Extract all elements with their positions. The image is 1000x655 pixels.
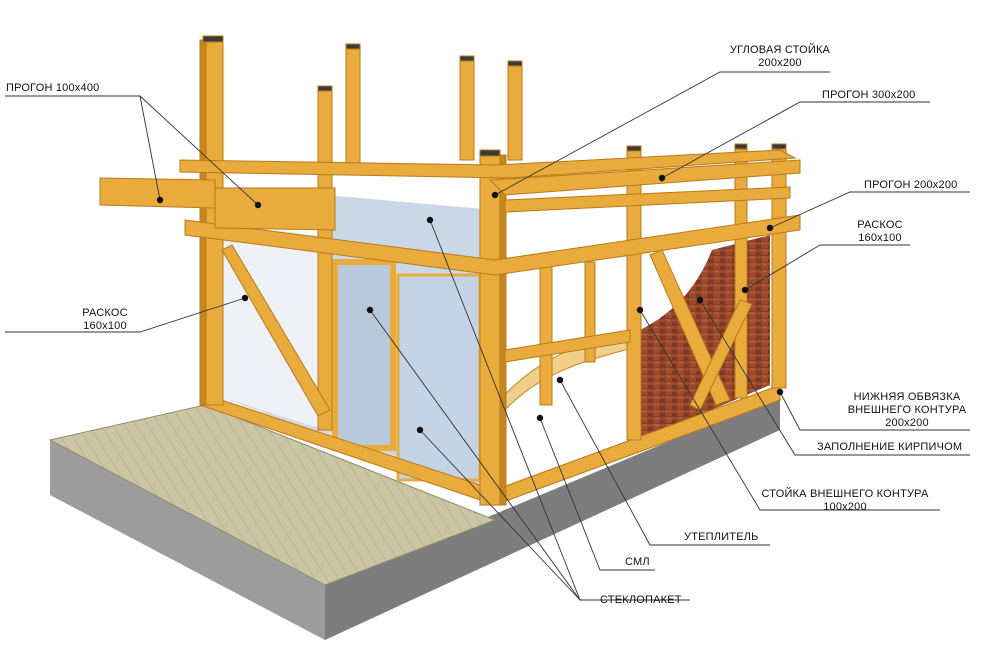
label-brick-infill: ЗАПОЛНЕНИЕ КИРПИЧОМ: [817, 441, 963, 453]
label-brace-right-size: 160х100: [858, 232, 902, 244]
leader-lines: [5, 71, 970, 601]
label-corner-post: УГЛОВАЯ СТОЙКА 200х200: [725, 44, 835, 70]
label-brace-left-size: 160х100: [83, 320, 127, 332]
label-outer-post-size: 100х200: [823, 501, 867, 513]
wooden-deck: [48, 404, 497, 586]
label-bottom-plate-line2: ВНЕШНЕГО КОНТУРА: [847, 404, 967, 416]
label-outer-post: СТОЙКА ВНЕШНЕГО КОНТУРА 100х200: [755, 488, 935, 514]
label-brace-right: РАСКОС 160х100: [845, 219, 915, 245]
label-corner-post-size: 200х200: [758, 57, 802, 69]
label-outer-post-title: СТОЙКА ВНЕШНЕГО КОНТУРА: [761, 488, 929, 500]
label-insulation: УТЕПЛИТЕЛЬ: [684, 531, 759, 543]
label-progon-100x400: ПРОГОН 100х400: [6, 82, 100, 94]
label-glazing: СТЕКЛОПАКЕТ: [600, 594, 682, 606]
label-corner-post-title: УГЛОВАЯ СТОЙКА: [729, 44, 831, 56]
leader-dots: [156, 174, 784, 434]
label-progon-300x200: ПРОГОН 300х200: [822, 89, 916, 101]
concrete-foundation: [50, 395, 780, 640]
label-brace-left-title: РАСКОС: [82, 307, 128, 319]
label-sml: СМЛ: [625, 556, 650, 568]
label-brace-right-title: РАСКОС: [857, 219, 903, 231]
glazing-door: [332, 259, 482, 482]
label-progon-200x200: ПРОГОН 200х200: [864, 179, 958, 191]
label-brace-left: РАСКОС 160х100: [70, 307, 140, 333]
label-bottom-plate-line1: НИЖНЯЯ ОБВЯЗКА: [853, 391, 961, 403]
label-bottom-plate-size: 200х200: [885, 417, 929, 429]
timber-frame: [99, 35, 801, 506]
label-bottom-plate: НИЖНЯЯ ОБВЯЗКА ВНЕШНЕГО КОНТУРА 200х200: [842, 391, 972, 430]
